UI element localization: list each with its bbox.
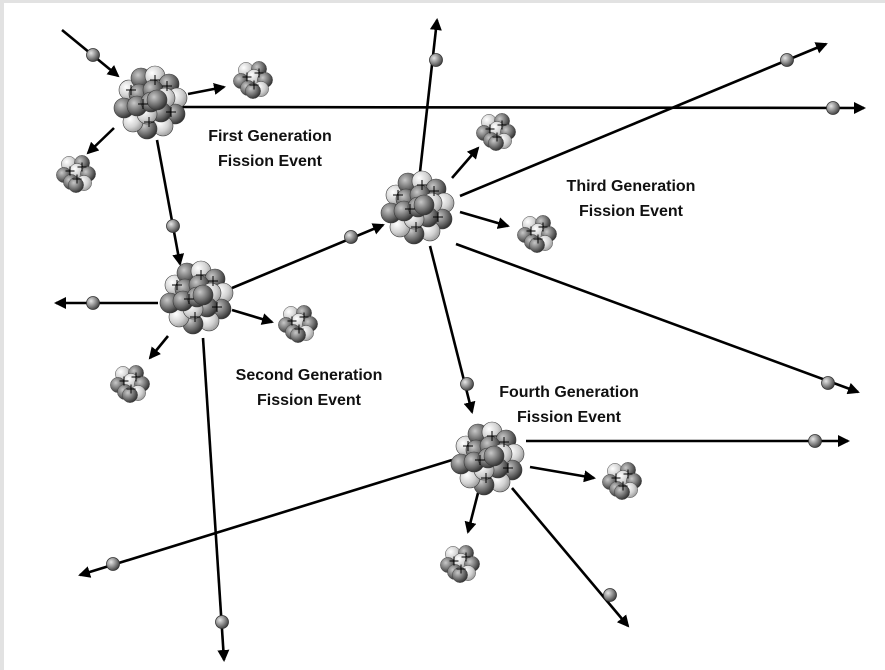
path-gen1-long-right	[177, 101, 866, 114]
neutron-gen3-down-right	[821, 376, 835, 390]
neutron-gen2-to-gen3	[344, 230, 358, 244]
label-fourth-generation: Fourth Generation Fission Event	[499, 384, 639, 426]
fragment-gen2-lower	[110, 365, 150, 403]
fragments-layer	[56, 61, 642, 583]
nucleus-second-generation	[159, 260, 234, 335]
neutron-gen3-up	[429, 53, 443, 67]
neutron-paths	[54, 18, 866, 662]
label-first-line1: First Generation	[208, 128, 332, 145]
path-gen3-down-right	[455, 242, 860, 395]
label-second-line1: Second Generation	[236, 367, 383, 384]
label-second-line2: Fission Event	[257, 392, 362, 409]
path-gen2-to-fragment-lower	[148, 335, 170, 360]
label-first-generation: First Generation Fission Event	[208, 128, 332, 170]
path-gen4-to-fragment-right	[529, 465, 596, 483]
label-fourth-line1: Fourth Generation	[499, 384, 639, 401]
nucleus-fourth-generation	[450, 421, 525, 496]
path-gen3-to-fragment-right	[459, 210, 510, 229]
path-gen3-to-fragment-upper	[451, 146, 480, 179]
fragment-gen1-left	[56, 155, 96, 193]
path-gen2-down	[201, 337, 230, 662]
neutron-gen1-to-gen2	[166, 219, 180, 233]
neutron-gen4-down-right	[603, 588, 617, 602]
nucleus-third-generation	[380, 170, 455, 245]
path-gen4-left	[78, 458, 453, 578]
neutron-gen1-right	[826, 101, 840, 115]
path-gen3-up-right	[459, 42, 828, 198]
label-third-line2: Fission Event	[579, 203, 684, 220]
neutron-gen2-down	[215, 615, 229, 629]
path-gen4-down-right	[511, 487, 630, 628]
fragment-gen1-right	[233, 61, 273, 99]
path-gen2-to-gen3	[231, 223, 385, 290]
path-gen3-up	[418, 18, 442, 173]
neutrons-layer	[86, 48, 840, 629]
fragment-gen4-right	[602, 462, 642, 500]
fragment-gen3-upper	[476, 113, 516, 151]
neutron-gen4-right	[808, 434, 822, 448]
neutron-gen3-to-gen4	[460, 377, 474, 391]
path-gen4-to-fragment-lower	[464, 492, 480, 534]
neutron-gen3-up-right	[780, 53, 794, 67]
neutron-incoming	[86, 48, 100, 62]
label-second-generation: Second Generation Fission Event	[236, 367, 383, 409]
label-third-line1: Third Generation	[567, 178, 696, 195]
path-gen1-to-fragment-left	[86, 127, 115, 155]
neutron-gen4-left	[106, 557, 120, 571]
path-gen1-to-gen2	[155, 139, 185, 266]
fragment-gen3-right	[517, 215, 557, 253]
neutron-gen2-left	[86, 296, 100, 310]
path-gen1-to-fragment	[187, 83, 226, 96]
label-fourth-line2: Fission Event	[517, 409, 622, 426]
fragment-gen4-lower	[440, 545, 480, 583]
nucleus-first-generation	[113, 65, 188, 140]
nuclei-layer	[113, 65, 525, 496]
label-third-generation: Third Generation Fission Event	[567, 178, 696, 220]
fragment-gen2-right	[278, 305, 318, 343]
label-first-line2: Fission Event	[218, 153, 323, 170]
path-gen2-to-fragment-right	[231, 308, 274, 325]
